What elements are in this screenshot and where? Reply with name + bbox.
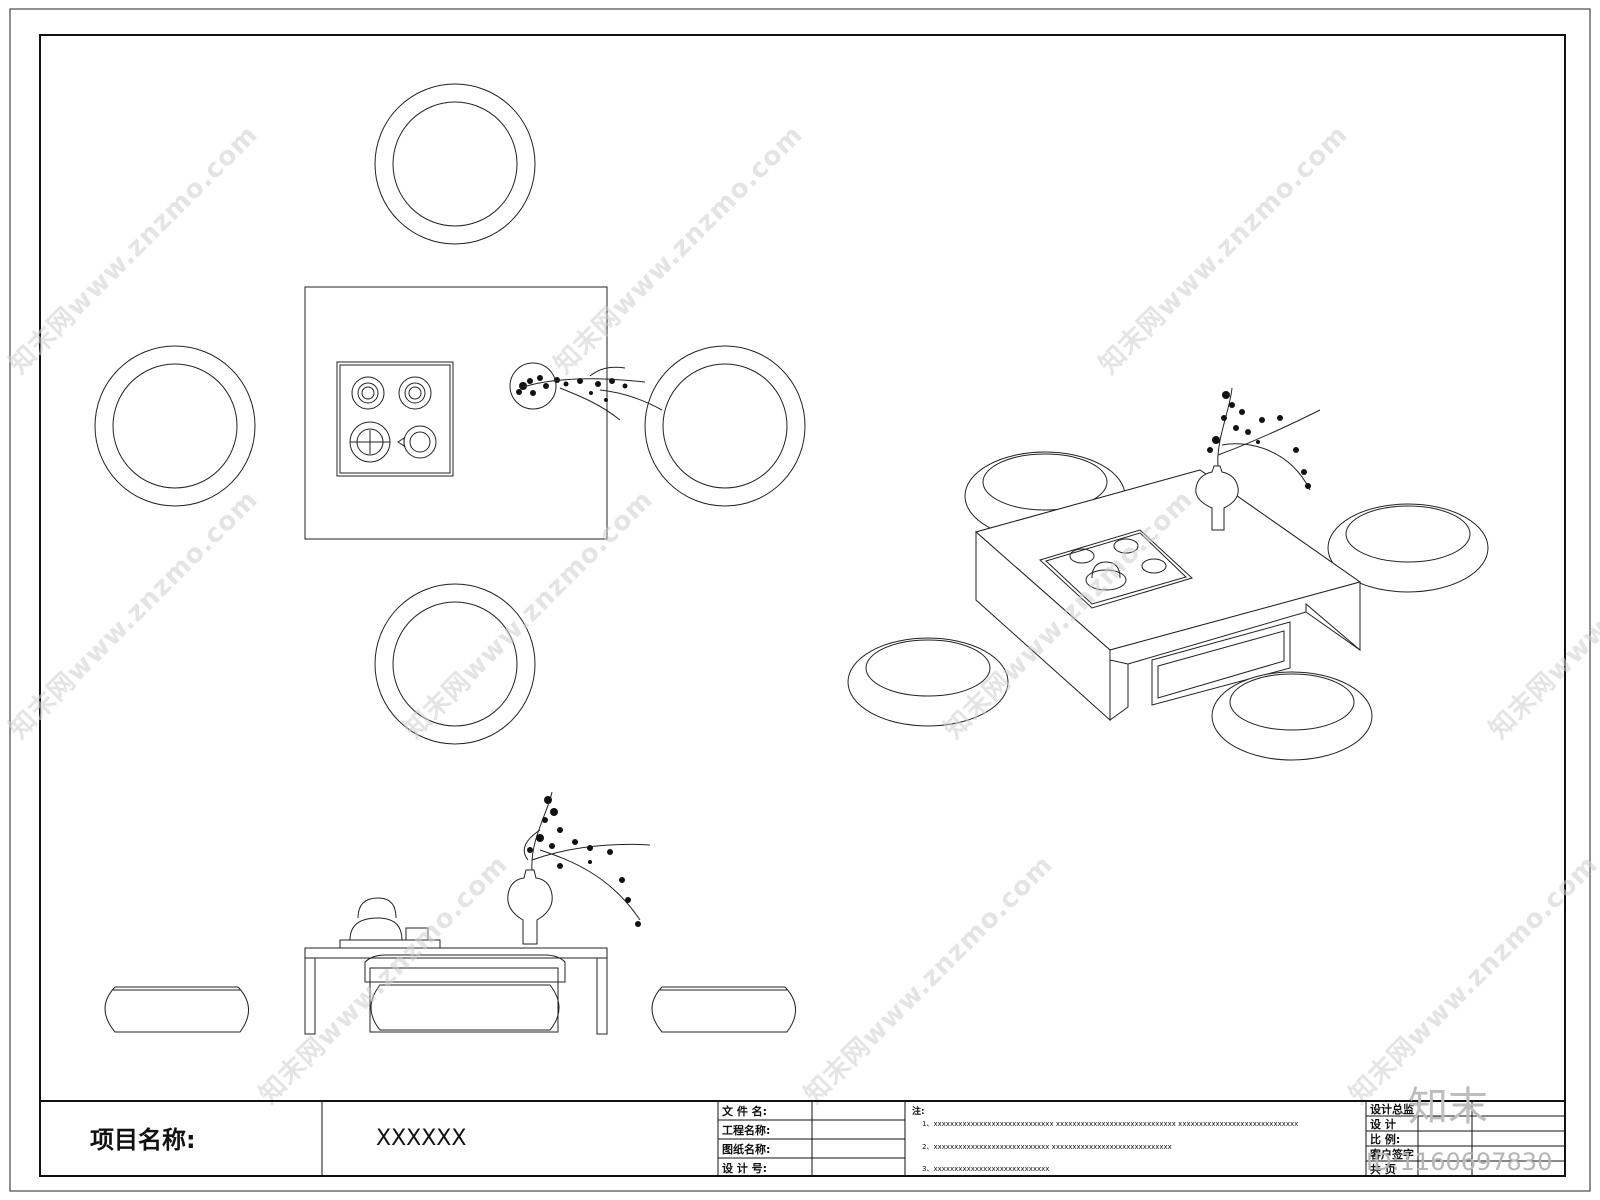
cushion-plan-right — [644, 345, 806, 507]
cushion-axo-right — [1327, 503, 1489, 593]
client-signature-label: 客户签字 — [1369, 1147, 1414, 1161]
tea-tray-plan — [336, 361, 454, 477]
watermark-text: 知末网www.znzmo.com — [1094, 120, 1354, 380]
watermark-id: ID:1160697830 — [1366, 1148, 1552, 1176]
note-1: 1、xxxxxxxxxxxxxxxxxxxxxxxxxxxxx xxxxxxxx… — [922, 1120, 1298, 1128]
file-name-label: 文 件 名: — [722, 1104, 767, 1118]
drawing-frame — [39, 34, 1566, 1177]
cushion-axo-front-left — [847, 637, 1009, 727]
teaset-elevation — [339, 897, 441, 949]
plant-plan — [509, 362, 663, 421]
watermark-text: 知末网www.znzmo.com — [799, 850, 1059, 1110]
watermark-text: 知末网www.znzmo.com — [1344, 850, 1600, 1110]
watermark-text: 知末网www.znzmo.com — [254, 850, 514, 1110]
drawing-name-label: 图纸名称: — [722, 1142, 770, 1156]
design-director-label: 设计总监 — [1370, 1102, 1414, 1116]
note-3: 3、xxxxxxxxxxxxxxxxxxxxxxxxxxxx — [922, 1165, 1049, 1173]
vase-axo — [1195, 387, 1321, 531]
axonometric-view — [847, 387, 1489, 761]
cushion-elevation-right — [651, 986, 796, 1033]
title-block: 项目名称: XXXXXX 文 件 名: 工程名称: 图纸名称: 设 计 号: 注… — [40, 1100, 1565, 1176]
watermark-text: 知末网www.znzmo.com — [4, 120, 264, 380]
watermark-text: 知末网www.znzmo.com — [1484, 485, 1600, 745]
notes-label: 注: — [912, 1105, 925, 1117]
watermark-text: 知末网www.znzmo.com — [549, 120, 809, 380]
cushion-plan-top — [374, 83, 536, 245]
tea-table-elevation — [304, 947, 608, 1035]
project-label: 项目名称: — [90, 1126, 196, 1154]
tea-tray-axo — [1039, 529, 1193, 609]
plan-view — [94, 83, 806, 745]
watermark-layer: 知末网www.znzmo.com 知末网www.znzmo.com 知末网www… — [4, 120, 1600, 1110]
watermark-text: 知末网www.znzmo.com — [4, 485, 264, 745]
watermark-logo: 知末 — [1408, 1084, 1488, 1130]
designer-label: 设 计 — [1370, 1117, 1396, 1131]
vase-elevation — [507, 791, 651, 945]
cushion-plan-bottom — [374, 583, 536, 745]
project-name: XXXXXX — [376, 1126, 466, 1151]
cushion-axo-front-right — [1211, 671, 1373, 761]
tea-table-plan — [304, 286, 608, 540]
outer-border — [9, 8, 1591, 1192]
note-2: 2、xxxxxxxxxxxxxxxxxxxxxxxxxxxx xxxxxxxxx… — [922, 1143, 1172, 1151]
scale-label: 比 例: — [1370, 1132, 1400, 1146]
design-no-label: 设 计 号: — [722, 1161, 767, 1175]
engineering-name-label: 工程名称: — [722, 1123, 770, 1137]
cushion-elevation-left — [104, 986, 249, 1033]
elevation-view — [104, 791, 796, 1035]
cushion-plan-left — [94, 345, 256, 507]
total-pages-label: 共 页 — [1370, 1162, 1396, 1176]
